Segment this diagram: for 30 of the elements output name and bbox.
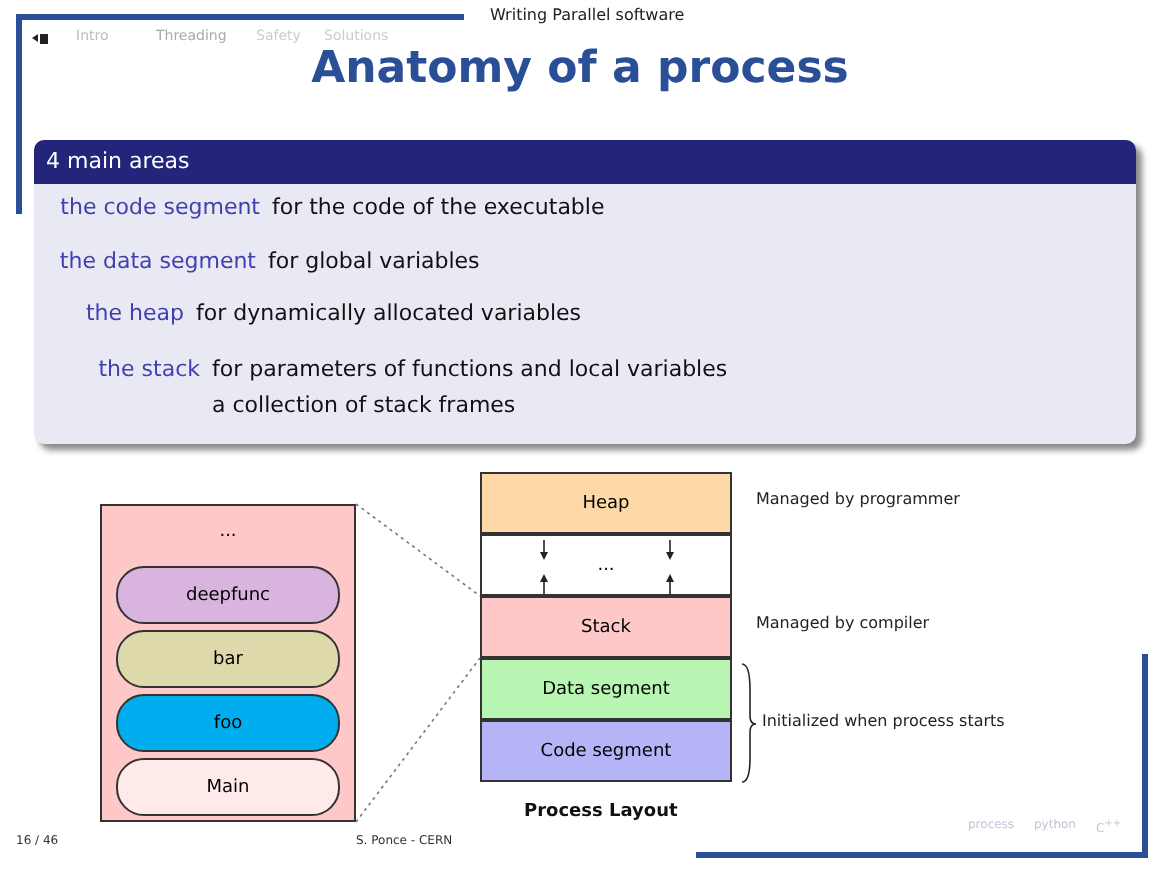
description: for dynamically allocated variables: [196, 300, 582, 328]
stack-frame: deepfunc: [116, 566, 340, 624]
annotation: Initialized when process starts: [762, 712, 1005, 732]
memory-segment: Code segment: [480, 720, 732, 782]
stack-frame: foo: [116, 694, 340, 752]
call-stack-box: [100, 504, 356, 822]
description: a collection of stack frames: [212, 392, 516, 420]
memory-segment: ...: [480, 534, 732, 596]
definition-block: [34, 140, 1136, 444]
description: for the code of the executable: [272, 194, 605, 222]
memory-segment: Data segment: [480, 658, 732, 720]
term: the code segment: [58, 194, 260, 222]
figure-caption: Process Layout: [524, 802, 678, 824]
description: for global variables: [268, 248, 480, 276]
term: the stack: [96, 356, 200, 384]
ellipsis: ...: [217, 522, 239, 542]
header-title: Writing Parallel software: [490, 6, 685, 26]
annotation: Managed by programmer: [756, 490, 960, 510]
block-heading: 4 main areas: [34, 140, 1136, 184]
stack-frame: Main: [116, 758, 340, 816]
dotted-line: [355, 503, 481, 597]
slide-title: Anatomy of a process: [309, 44, 851, 94]
dotted-line: [355, 657, 481, 823]
annotation: Managed by compiler: [756, 614, 930, 634]
term: the data segment: [57, 248, 256, 276]
memory-segment: Stack: [480, 596, 732, 658]
stack-frame: bar: [116, 630, 340, 688]
description: for parameters of functions and local variables: [212, 356, 728, 384]
memory-segment: Heap: [480, 472, 732, 534]
term: the heap: [83, 300, 184, 328]
